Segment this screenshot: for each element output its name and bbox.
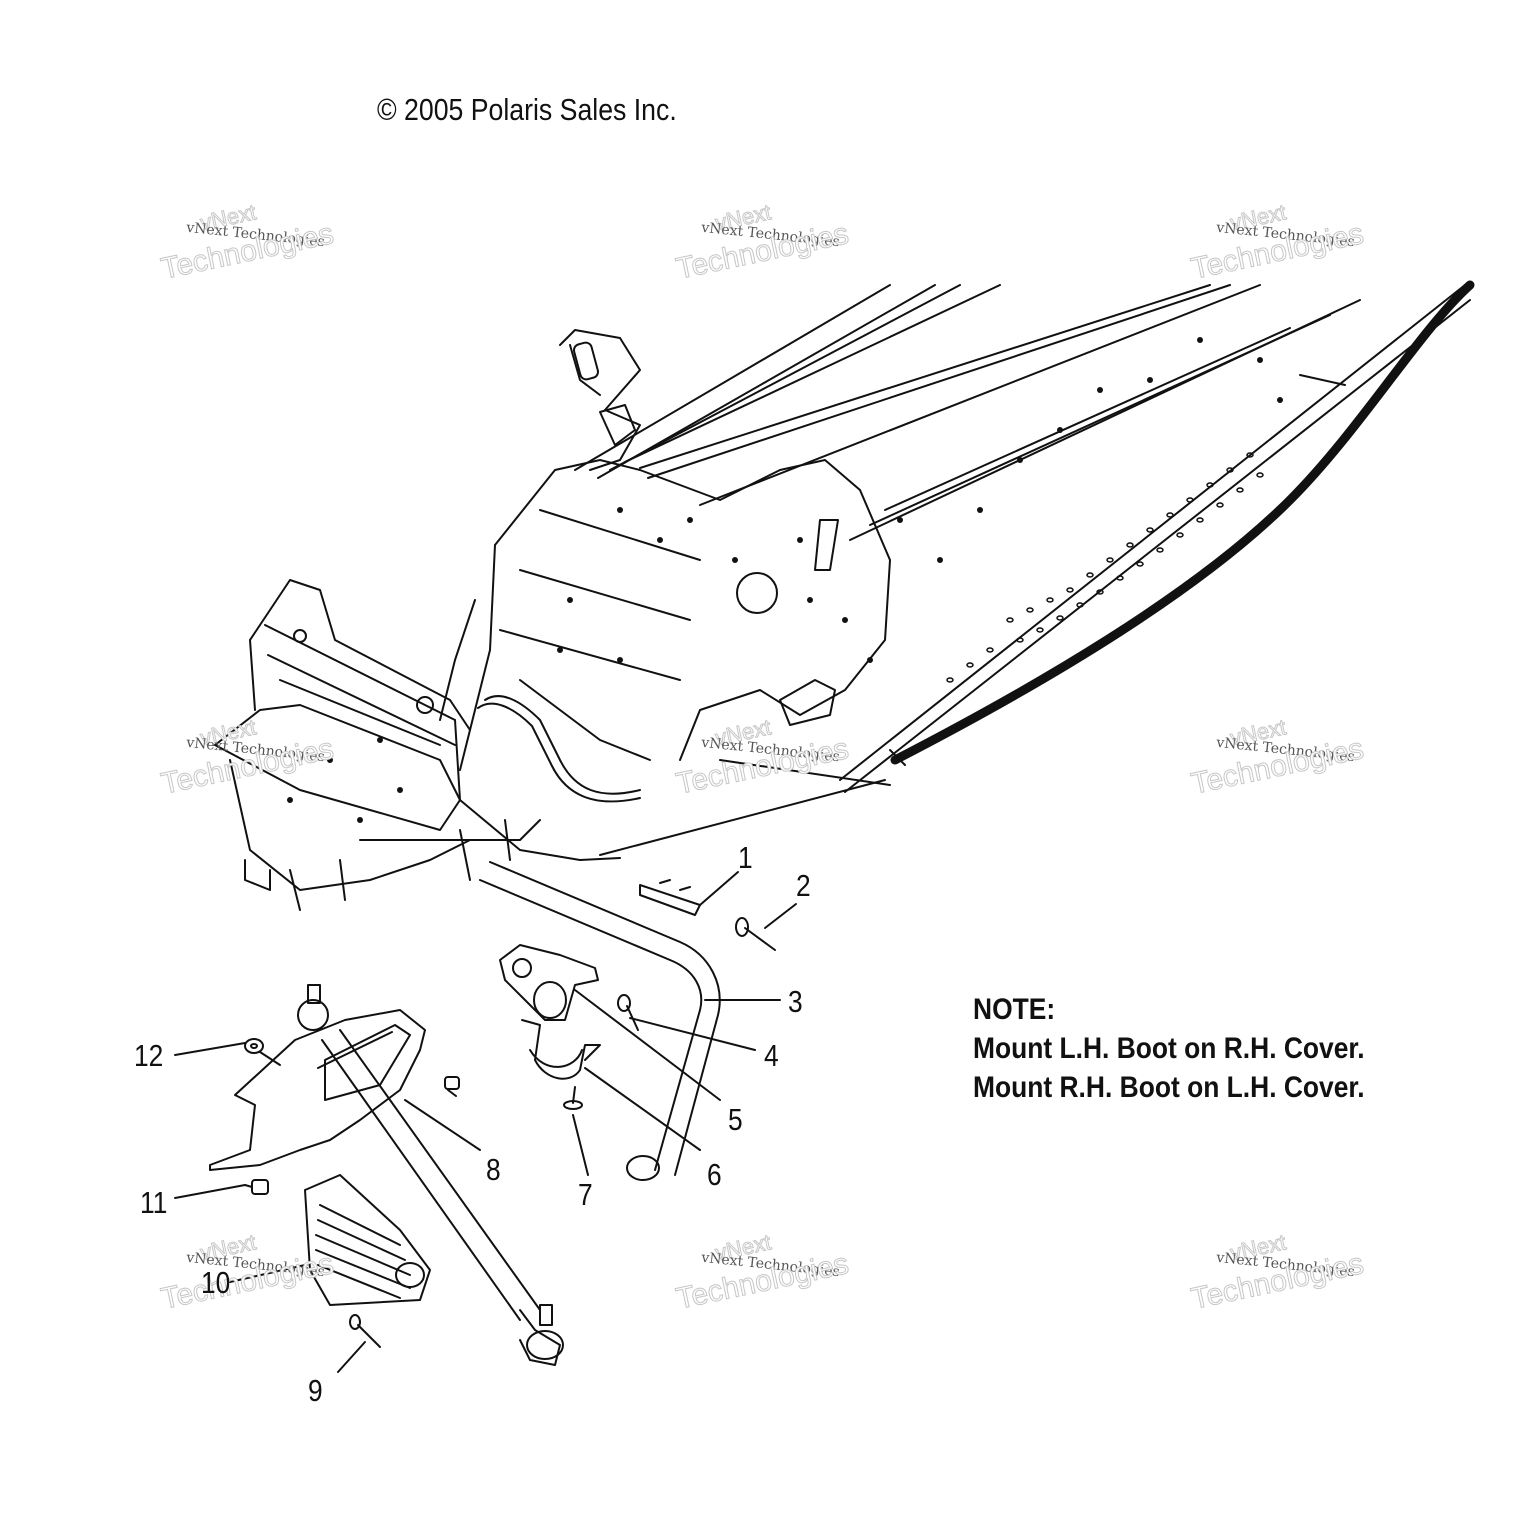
tunnel-body [574, 284, 1471, 861]
callout-11: 11 [140, 1185, 168, 1220]
running-board-perforations [946, 452, 1264, 683]
note-heading: NOTE: [973, 993, 1056, 1026]
part-7-rivet [563, 1086, 583, 1110]
callout-7: 7 [578, 1177, 593, 1212]
part-11-screw [244, 1179, 269, 1195]
part-6-saddle [521, 1019, 601, 1080]
part-1-pin [639, 879, 701, 916]
callout-4: 4 [764, 1038, 779, 1073]
note-line-1: Mount L.H. Boot on R.H. Cover. [973, 1032, 1365, 1065]
callout-9: 9 [308, 1373, 323, 1408]
frame-holes [287, 337, 1283, 823]
part-8-tie-rod [297, 984, 564, 1366]
callout-5: 5 [728, 1102, 743, 1137]
part-12-washer [244, 1038, 264, 1054]
callout-12: 12 [134, 1038, 164, 1073]
running-board-edge [890, 280, 1475, 765]
callout-8: 8 [486, 1152, 501, 1187]
copyright-text: © 2005 Polaris Sales Inc. [377, 92, 677, 127]
bulkhead-frame [439, 459, 891, 861]
part-9-rivet [349, 1314, 381, 1348]
part-2-rivet [735, 917, 776, 951]
part-3-tube [479, 861, 721, 1181]
front-frame [214, 579, 541, 911]
assembly-note: NOTE: Mount L.H. Boot on R.H. Cover. Mou… [973, 990, 1365, 1107]
part-5-clamp [499, 944, 599, 1021]
note-line-2: Mount R.H. Boot on L.H. Cover. [973, 1071, 1365, 1104]
cover-screw [444, 1076, 460, 1097]
callout-6: 6 [707, 1157, 722, 1192]
callout-3: 3 [788, 984, 803, 1019]
part-10-boot [304, 1174, 431, 1306]
callout-2: 2 [796, 868, 811, 903]
rear-bracket [559, 329, 641, 471]
part-8-cover [209, 1009, 426, 1171]
callout-10: 10 [201, 1265, 231, 1300]
callout-1: 1 [738, 840, 753, 875]
